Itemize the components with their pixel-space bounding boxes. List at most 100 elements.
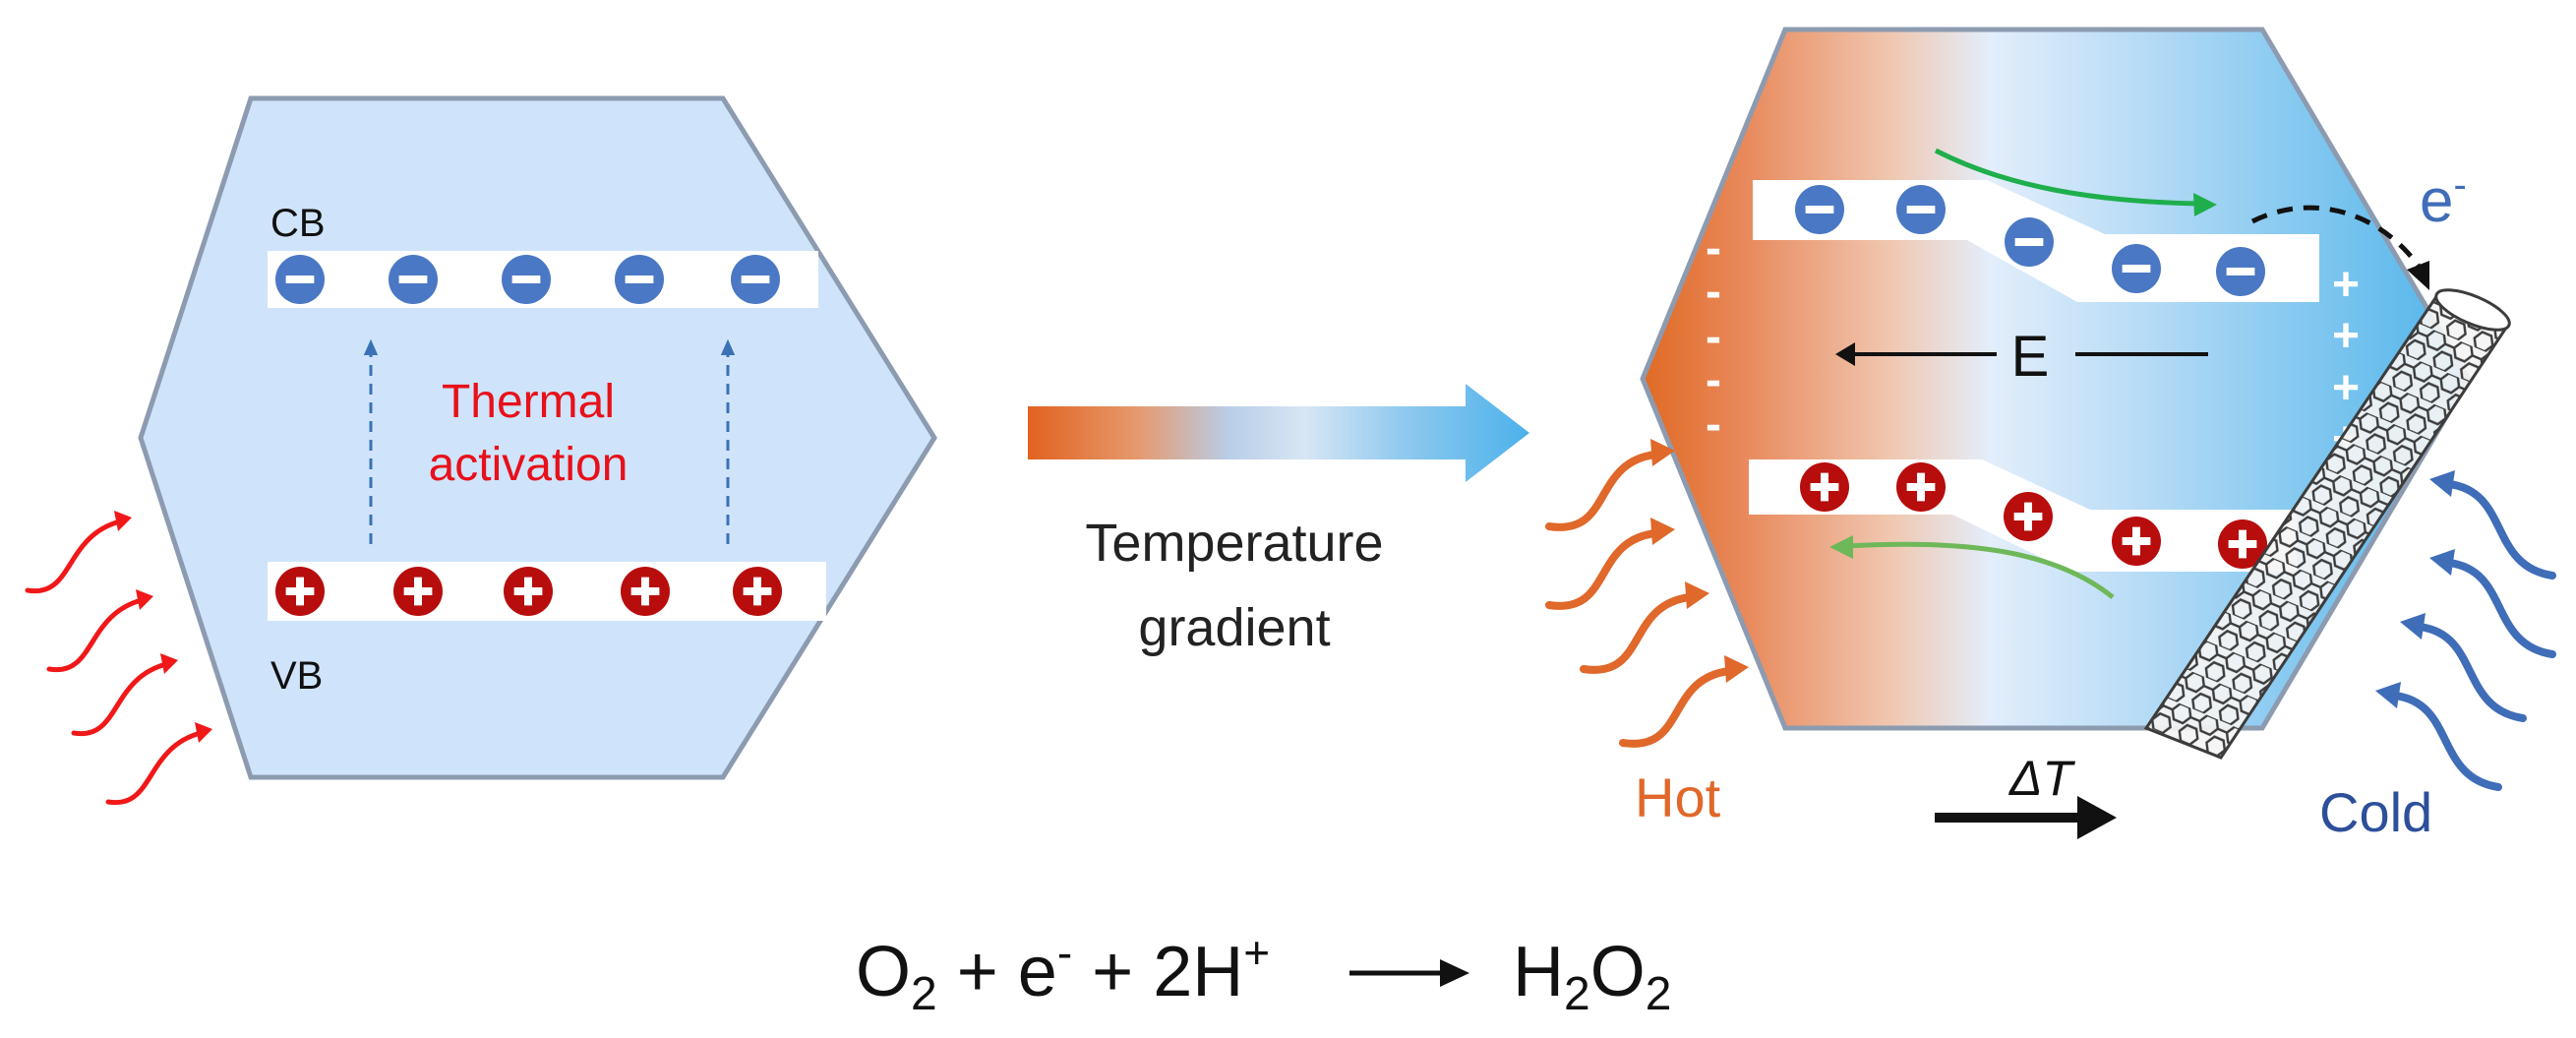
- sign-bar: [285, 275, 315, 283]
- heat-wave-icon: [25, 519, 123, 594]
- nanotube-top-end: [2434, 288, 2511, 332]
- sign-bar: [398, 275, 428, 283]
- negative-charge: -: [1706, 354, 1721, 406]
- hot-wave-icon: [1580, 593, 1694, 674]
- hole-icon: [621, 567, 670, 616]
- sign-bar-vertical: [524, 577, 532, 606]
- sign-bar-vertical: [641, 577, 649, 606]
- field-arrowhead-icon: [1835, 342, 1855, 366]
- gradient-label-line2: gradient: [1138, 598, 1330, 657]
- heat-wave-icon: [105, 730, 204, 806]
- hole-icon: [1800, 462, 1849, 512]
- arrowhead-icon: [160, 653, 178, 674]
- cold-waves: [2391, 480, 2556, 791]
- negative-charge: -: [1706, 311, 1721, 363]
- nanotube-mesh: [2146, 295, 2508, 758]
- left-panel: CB VB Thermal activation: [25, 95, 937, 806]
- left-hexagon: [138, 95, 937, 780]
- right-panel: ----- ++++ E e-: [1545, 27, 2556, 843]
- left-heat-waves: [25, 519, 204, 806]
- hot-label: Hot: [1635, 766, 1721, 828]
- arrowhead-icon: [1724, 655, 1749, 683]
- activation-label-line2: activation: [429, 439, 629, 491]
- negative-charge: -: [1706, 222, 1721, 275]
- sign-bar: [1805, 206, 1834, 214]
- cold-wave-icon: [2391, 692, 2502, 791]
- reaction-equation: O2 + e- + 2H+ H2O2: [856, 927, 1671, 1020]
- sign-bar-vertical: [2024, 502, 2032, 531]
- sign-bar-vertical: [1917, 472, 1925, 502]
- arrowhead-icon: [1650, 518, 1675, 545]
- positive-charge: +: [2332, 259, 2360, 311]
- arrowhead-icon: [2429, 470, 2455, 497]
- arrowhead-icon: [114, 511, 132, 531]
- gradient-label-line1: Temperature: [1085, 514, 1383, 573]
- arrowhead-icon: [2375, 682, 2401, 708]
- electron-icon: [731, 255, 780, 304]
- left-heat-wave-heads: [114, 511, 212, 743]
- sign-bar-vertical: [753, 577, 761, 606]
- sign-bar: [2122, 265, 2151, 273]
- hole-icon: [2112, 517, 2161, 566]
- gradient-arrow-shape: [1028, 384, 1529, 482]
- vb-label: VB: [270, 654, 323, 698]
- electron-icon: [1795, 185, 1844, 234]
- arrowhead-icon: [1685, 581, 1709, 609]
- arrowhead-icon: [136, 589, 153, 610]
- hot-wave-icon: [1545, 529, 1659, 610]
- transferred-electron-label: e-: [2420, 163, 2467, 235]
- positive-charge: +: [2332, 362, 2360, 414]
- electron-transport-arrowhead-icon: [2193, 193, 2217, 216]
- reaction-reactants: O2 + e- + 2H+: [856, 927, 1270, 1020]
- hole-icon: [2004, 492, 2053, 541]
- electron-icon: [2112, 244, 2161, 293]
- electron-icon: [389, 255, 438, 304]
- electron-icon: [2216, 247, 2265, 296]
- cold-wave-heads: [2375, 470, 2455, 708]
- hole-icon: [1896, 462, 1946, 512]
- hole-icon: [393, 567, 443, 616]
- hot-wave-icon: [1619, 667, 1733, 748]
- right-holes: [1800, 462, 2267, 569]
- temperature-gradient-arrow: Temperature gradient: [1028, 384, 1529, 657]
- electron-icon: [1896, 185, 1946, 234]
- arrowhead-icon: [2400, 613, 2426, 640]
- hole-transport-arrow: [1846, 541, 2115, 599]
- cold-wave-icon: [2416, 623, 2527, 722]
- reaction-arrowhead-icon: [1440, 959, 1469, 987]
- hot-wave-heads: [1650, 439, 1749, 683]
- electron-transport-arrow: [1934, 148, 2199, 207]
- electron-icon: [275, 255, 325, 304]
- cb-label: CB: [270, 202, 326, 245]
- arrowhead-icon: [195, 722, 212, 743]
- sign-bar: [2226, 268, 2255, 275]
- cold-wave-icon: [2445, 559, 2556, 658]
- electron-icon: [2005, 217, 2054, 267]
- sign-bar: [625, 275, 654, 283]
- hole-transport-arrowhead-icon: [1829, 535, 1853, 559]
- cold-wave-icon: [2445, 480, 2556, 580]
- hole-icon: [733, 567, 782, 616]
- sign-bar: [1906, 206, 1936, 214]
- delta-t-label: ΔT: [2008, 751, 2076, 806]
- delta-t-arrow-shaft: [1935, 813, 2082, 823]
- negative-charge: -: [1706, 398, 1721, 451]
- electron-transfer-arrow: [2250, 205, 2423, 270]
- electron-transfer-arrowhead-icon: [2407, 261, 2429, 290]
- electron-icon: [502, 255, 551, 304]
- sign-bar-vertical: [2132, 526, 2140, 556]
- sign-bar-vertical: [2239, 529, 2247, 559]
- activation-label-line1: Thermal: [442, 376, 615, 428]
- left-electrons: [275, 255, 780, 304]
- left-surface-charges: -----: [1706, 222, 1721, 451]
- sign-bar: [511, 275, 541, 283]
- heat-wave-icon: [71, 661, 169, 737]
- positive-charge: +: [2332, 310, 2360, 362]
- hot-wave-icon: [1545, 451, 1659, 531]
- sign-bar-vertical: [414, 577, 422, 606]
- hole-icon: [275, 567, 325, 616]
- arrowhead-icon: [1650, 439, 1675, 466]
- right-electrons: [1795, 185, 2265, 296]
- field-label: E: [2011, 325, 2050, 389]
